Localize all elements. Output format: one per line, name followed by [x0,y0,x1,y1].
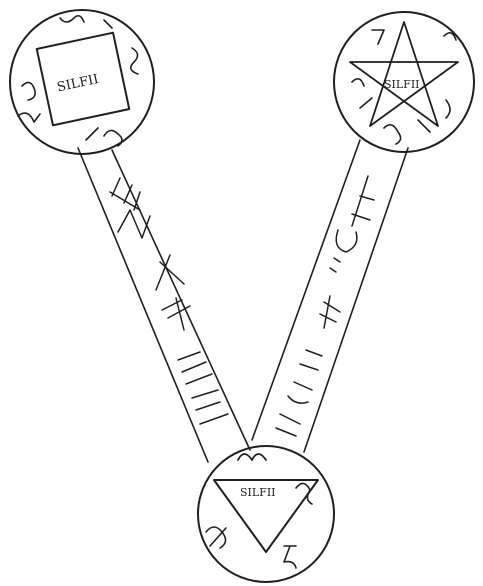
right-band-sigil [330,176,374,272]
left-seal-inscription: SILFII [56,72,100,95]
right-seal-character-glyph-left [352,79,372,108]
right-band-characters [276,176,374,436]
right-band-character-glyph [276,296,340,436]
left-seal-character-glyph-left [18,82,40,122]
right-seal-character-glyph-bottom [384,100,450,144]
bottom-seal-inscription: SILFII [240,486,276,499]
left-band-sigil [110,178,150,238]
pentagram-glyph [350,22,458,126]
bottom-seal-circle [198,446,334,582]
right-seal-character-glyph-top [372,30,456,44]
left-seal-character-glyph-right [131,48,138,74]
right-seal-inscription: SILFII [384,78,420,91]
bottom-seal-character-glyph-left [206,527,226,548]
left-band-character-glyph [156,255,228,424]
left-seal-character-glyph-top [60,16,112,28]
left-seal: SILFII [10,10,154,154]
right-seal: SILFII [334,12,474,152]
bottom-seal: SILFII [198,446,334,582]
left-seal-character-glyph-bottom [86,128,122,146]
bottom-seal-character-glyph-top [238,454,266,460]
left-band-characters [110,178,228,424]
bottom-seal-character-glyph-bottom [284,546,296,568]
